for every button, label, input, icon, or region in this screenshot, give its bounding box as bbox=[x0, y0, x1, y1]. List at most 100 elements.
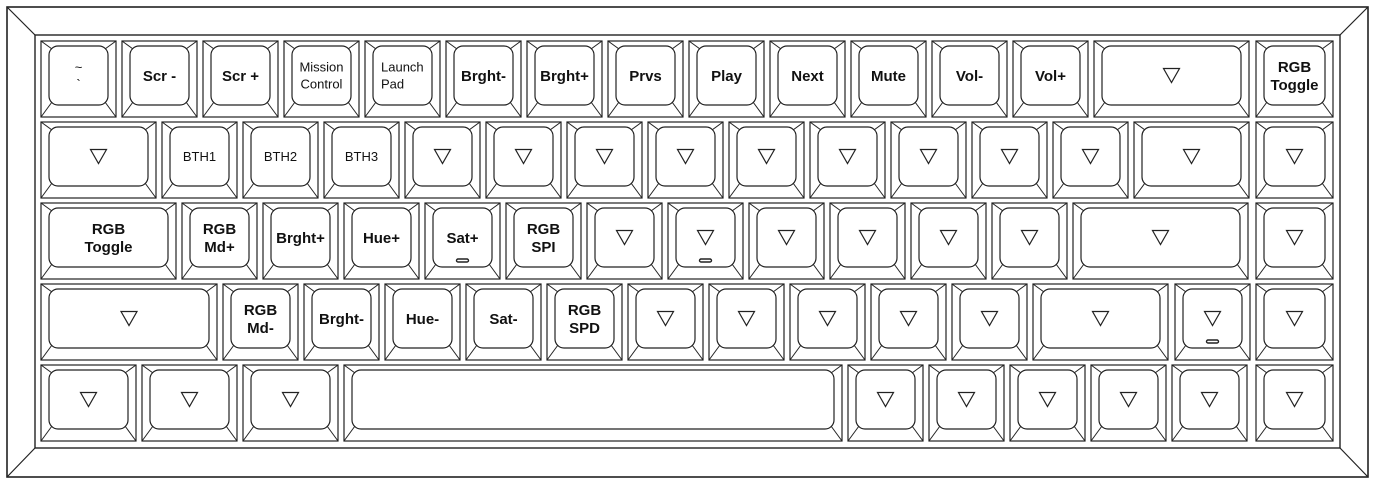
key-label: BTH3 bbox=[345, 149, 378, 164]
key-bth3: BTH3 bbox=[323, 121, 400, 199]
key-blank bbox=[1255, 283, 1334, 361]
key-label: Toggle bbox=[1270, 77, 1318, 94]
key-label: Hue- bbox=[406, 311, 439, 328]
key-brght: Brght+ bbox=[526, 40, 603, 118]
key-blank bbox=[870, 283, 947, 361]
key-label: Sat- bbox=[489, 311, 517, 328]
key-blank bbox=[1133, 121, 1250, 199]
homing-bump bbox=[698, 258, 713, 263]
key-blank bbox=[1171, 364, 1248, 442]
key-blank bbox=[748, 202, 825, 280]
key-label: RGB bbox=[244, 302, 278, 319]
key-scr: Scr - bbox=[121, 40, 198, 118]
key-blank bbox=[789, 283, 866, 361]
key-blank bbox=[1072, 202, 1249, 280]
key-blank bbox=[1009, 364, 1086, 442]
down-triangle-icon bbox=[595, 148, 614, 165]
key-space bbox=[343, 364, 843, 442]
key-label: Scr + bbox=[222, 68, 259, 85]
key-brght: Brght- bbox=[445, 40, 522, 118]
key-vol: Vol- bbox=[931, 40, 1008, 118]
down-triangle-icon bbox=[1119, 391, 1138, 408]
key-blank bbox=[586, 202, 663, 280]
down-triangle-icon bbox=[957, 391, 976, 408]
down-triangle-icon bbox=[696, 229, 715, 246]
down-triangle-icon bbox=[79, 391, 98, 408]
key-blank bbox=[1090, 364, 1167, 442]
key-label: Brght+ bbox=[276, 230, 325, 247]
key-label: Mute bbox=[871, 68, 906, 85]
key-blank bbox=[141, 364, 238, 442]
down-triangle-icon bbox=[676, 148, 695, 165]
key-blank bbox=[647, 121, 724, 199]
key-blank bbox=[1255, 364, 1334, 442]
key-blank bbox=[404, 121, 481, 199]
key-blank bbox=[728, 121, 805, 199]
key-label: ` bbox=[76, 77, 80, 92]
down-triangle-icon bbox=[1000, 148, 1019, 165]
key-: ~` bbox=[40, 40, 117, 118]
down-triangle-icon bbox=[1081, 148, 1100, 165]
key-label: RGB bbox=[1278, 59, 1312, 76]
key-bth1: BTH1 bbox=[161, 121, 238, 199]
key-label: SPI bbox=[531, 239, 555, 256]
key-label: Md- bbox=[247, 320, 274, 337]
key-blank bbox=[951, 283, 1028, 361]
key-label: Md+ bbox=[204, 239, 235, 256]
key-blank bbox=[910, 202, 987, 280]
key-label: Toggle bbox=[84, 239, 132, 256]
down-triangle-icon bbox=[1091, 310, 1110, 327]
down-triangle-icon bbox=[1285, 229, 1304, 246]
down-triangle-icon bbox=[180, 391, 199, 408]
down-triangle-icon bbox=[514, 148, 533, 165]
key-label: Vol+ bbox=[1035, 68, 1066, 85]
key-scr: Scr + bbox=[202, 40, 279, 118]
key-blank bbox=[242, 364, 339, 442]
down-triangle-icon bbox=[1162, 67, 1181, 84]
down-triangle-icon bbox=[1151, 229, 1170, 246]
key-blank bbox=[485, 121, 562, 199]
key-label: Scr - bbox=[143, 68, 176, 85]
key-label: Pad bbox=[381, 77, 404, 92]
down-triangle-icon bbox=[656, 310, 675, 327]
key-blank bbox=[1052, 121, 1129, 199]
key-hue: Hue- bbox=[384, 283, 461, 361]
down-triangle-icon bbox=[858, 229, 877, 246]
key-blank bbox=[847, 364, 924, 442]
key-blank bbox=[40, 121, 157, 199]
key-blank bbox=[928, 364, 1005, 442]
key-blank bbox=[890, 121, 967, 199]
key-label: Hue+ bbox=[363, 230, 400, 247]
down-triangle-icon bbox=[757, 148, 776, 165]
key-blank bbox=[708, 283, 785, 361]
key-brght: Brght- bbox=[303, 283, 380, 361]
down-triangle-icon bbox=[1285, 391, 1304, 408]
key-hue: Hue+ bbox=[343, 202, 420, 280]
key-label: Launch bbox=[381, 60, 424, 75]
down-triangle-icon bbox=[1020, 229, 1039, 246]
key-label: RGB bbox=[92, 221, 126, 238]
key-blank bbox=[829, 202, 906, 280]
key-label: Next bbox=[791, 68, 824, 85]
key-blank bbox=[1255, 121, 1334, 199]
down-triangle-icon bbox=[838, 148, 857, 165]
key-label: BTH1 bbox=[183, 149, 216, 164]
down-triangle-icon bbox=[119, 310, 139, 327]
key-label: Sat+ bbox=[446, 230, 478, 247]
key-blank bbox=[667, 202, 744, 280]
key-brght: Brght+ bbox=[262, 202, 339, 280]
key-label: Control bbox=[301, 77, 343, 92]
down-triangle-icon bbox=[876, 391, 895, 408]
key-blank bbox=[809, 121, 886, 199]
key-sat: Sat- bbox=[465, 283, 542, 361]
down-triangle-icon bbox=[89, 148, 108, 165]
down-triangle-icon bbox=[818, 310, 837, 327]
down-triangle-icon bbox=[777, 229, 796, 246]
key-blank bbox=[1174, 283, 1251, 361]
key-label: Brght- bbox=[319, 311, 364, 328]
